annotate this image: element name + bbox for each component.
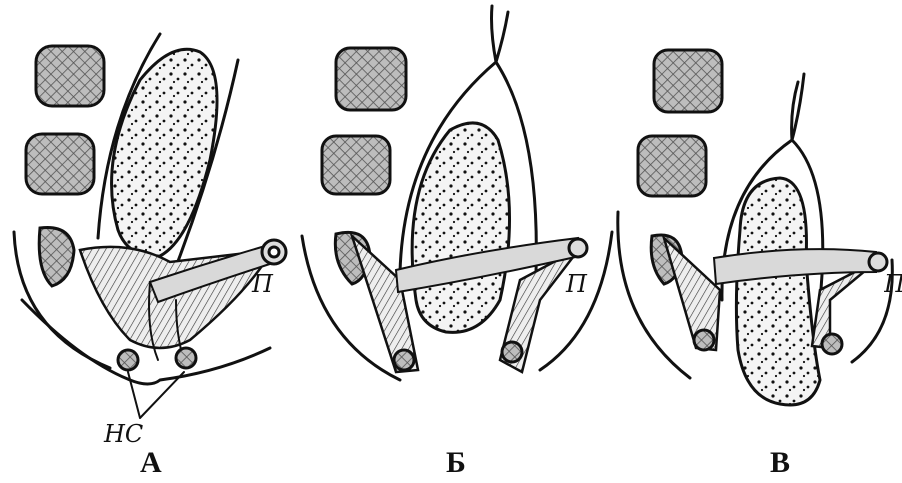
anchor-b (569, 239, 587, 257)
vertebra-a1 (36, 46, 104, 106)
organ-a (112, 49, 217, 256)
organ-c (736, 178, 820, 405)
vertebra-a2 (26, 134, 94, 194)
marker-ns-a: НС (104, 420, 143, 448)
node-b-right (502, 342, 522, 362)
vertebra-b1 (336, 48, 406, 110)
panel-a (14, 34, 286, 418)
panel-label-c: В (770, 446, 790, 480)
vertebra-c1 (654, 50, 722, 112)
node-c-left (694, 330, 714, 350)
marker-p-b: П (566, 270, 587, 298)
vertebra-b2 (322, 136, 390, 194)
node-b-left (394, 350, 414, 370)
vertebra-c2 (638, 136, 706, 196)
node-c-right (822, 334, 842, 354)
panel-b (302, 6, 612, 380)
node-a-right (176, 348, 196, 368)
marker-p-c: П (884, 270, 902, 298)
panel-label-b: Б (446, 446, 466, 480)
panel-label-a: А (140, 446, 162, 480)
vertebra-a3 (39, 227, 74, 286)
panel-c (618, 50, 893, 405)
node-a-left (118, 350, 138, 370)
anchor-c (869, 253, 887, 271)
marker-p-a: П (252, 270, 273, 298)
